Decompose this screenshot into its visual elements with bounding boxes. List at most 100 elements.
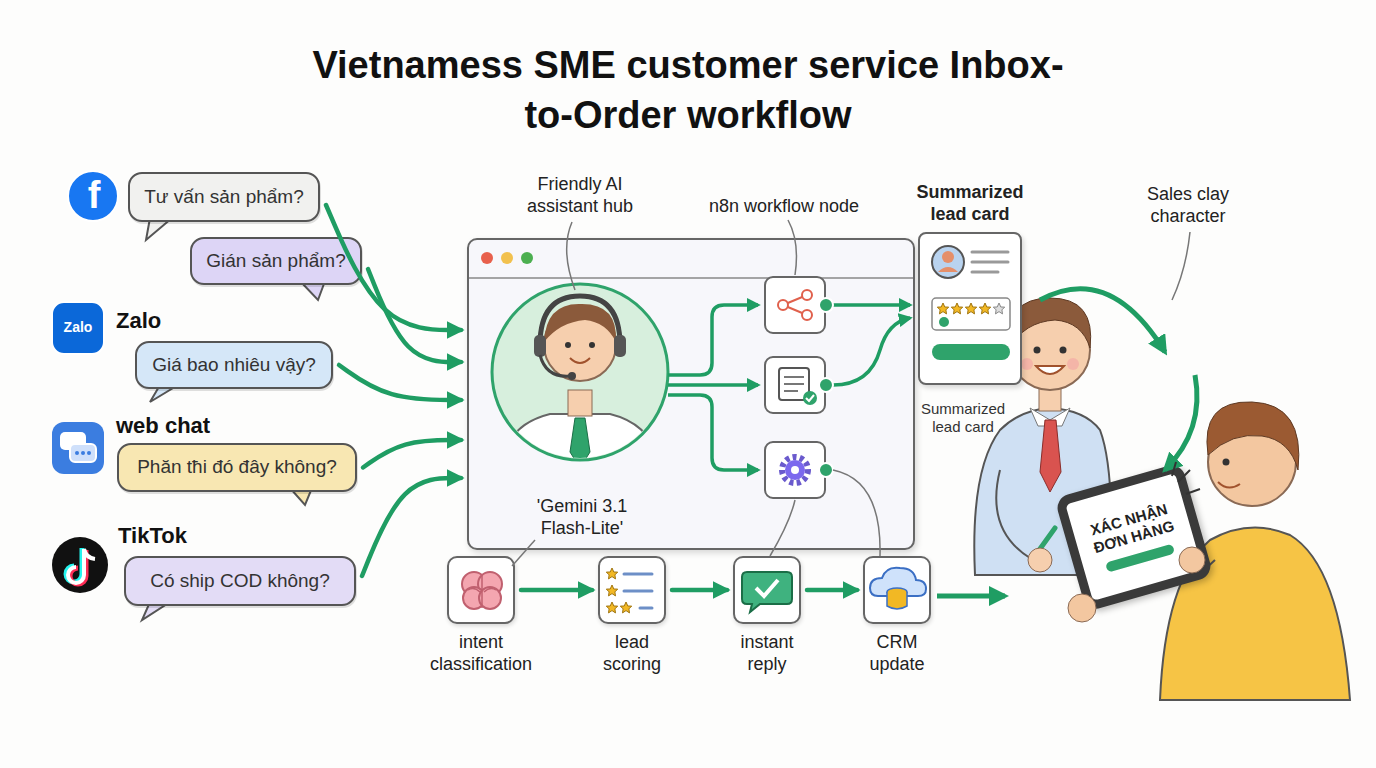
flow-connector	[339, 365, 461, 400]
leader-line	[788, 220, 796, 275]
share-glyph	[802, 310, 812, 320]
leader-line	[512, 540, 535, 566]
workflow-arrow	[668, 395, 758, 470]
step-label: CRM update	[852, 632, 942, 675]
leader-line	[833, 470, 880, 556]
callout-label: Friendly AI assistant hub	[505, 174, 655, 217]
score-star	[606, 602, 617, 613]
score-star	[606, 568, 617, 579]
sales-cheek	[1067, 358, 1079, 370]
gear-glyph	[791, 466, 799, 474]
share-glyph	[783, 295, 807, 315]
sales-eye	[1034, 347, 1041, 354]
chat-bubble: Giá bao nhiêu vậy?	[135, 341, 333, 389]
lead-card: Summarized lead cardSummarized lead card	[918, 232, 1022, 385]
assistant-smile	[570, 358, 590, 363]
webchat-icon	[52, 422, 104, 474]
webchat-glyph	[70, 444, 96, 462]
customer-hand	[1179, 547, 1205, 573]
flow-connector	[363, 440, 461, 468]
zalo-icon	[52, 302, 104, 354]
port-dot	[819, 463, 833, 477]
assistant-shirt	[500, 414, 660, 470]
leader-line	[567, 222, 575, 290]
step-box: CRM update	[863, 556, 931, 624]
rating-star	[937, 303, 948, 314]
score-lines	[624, 574, 652, 608]
workflow-arrow	[833, 318, 910, 385]
flow-connector	[672, 588, 727, 593]
leader-line	[1172, 232, 1190, 300]
brain-glyph	[479, 587, 501, 609]
assistant-neck	[568, 390, 592, 416]
rating-star	[979, 303, 990, 314]
callout-label: n8n workflow node	[684, 196, 884, 218]
logo-text: Zalo	[53, 319, 103, 336]
window-titlebar	[469, 277, 913, 279]
customer-smile	[1218, 482, 1240, 488]
sales-smile	[1036, 366, 1064, 374]
chat-bubble: Gián sản phẩm?	[190, 237, 362, 285]
database-glyph	[887, 592, 907, 609]
assistant-hair	[544, 304, 616, 342]
card-heading: Summarized lead card	[905, 182, 1035, 225]
tiktok-icon	[52, 537, 108, 593]
flow-connector	[807, 588, 857, 593]
workflow-node	[765, 277, 825, 333]
bubble-text: Tư vấn sản phẩm?	[144, 186, 304, 209]
connector-layer	[326, 205, 857, 590]
headset-mic	[540, 355, 570, 376]
sales-arm	[996, 470, 1030, 558]
window-dot	[481, 252, 493, 264]
step-box: lead scoring	[598, 556, 666, 624]
headset-cup	[534, 335, 546, 357]
channel-label: TikTok	[118, 523, 218, 549]
flow-arrow	[1040, 289, 1165, 352]
card-caption: Summarized lead card	[908, 400, 1018, 436]
window-dot	[501, 252, 513, 264]
leader-line	[770, 500, 795, 556]
flow-connector	[521, 588, 592, 593]
model-name: 'Gemini 3.1 Flash-Lite'	[517, 496, 647, 539]
flow-arrow	[1165, 375, 1197, 470]
brain-glyph	[478, 572, 502, 596]
sales-tie	[1040, 420, 1061, 492]
customer-eye	[1223, 459, 1230, 466]
card-avatar	[932, 246, 964, 278]
rating-star	[993, 303, 1004, 314]
step-label: instant reply	[722, 632, 812, 675]
workflow-node	[765, 357, 825, 413]
bubble-text: Có ship COD không?	[150, 570, 330, 593]
brain-glyph	[463, 587, 485, 609]
sparkle-lines	[1172, 462, 1200, 494]
card-avatar	[942, 251, 954, 263]
window-dot	[521, 252, 533, 264]
diagram-title: Vietnamess SME customer service Inbox-to…	[308, 40, 1068, 140]
brain-glyph	[468, 574, 496, 608]
logo-letter: f	[79, 173, 109, 219]
channel-label: web chat	[116, 413, 236, 439]
bubble-text: Giá bao nhiêu vậy?	[152, 354, 316, 377]
brain-glyph	[462, 572, 486, 596]
reply-glyph	[756, 580, 778, 596]
card-avatar	[938, 267, 958, 272]
flow-connector	[362, 478, 461, 576]
webchat-dot	[87, 451, 91, 455]
webchat-dot	[81, 451, 85, 455]
assistant-avatar-circle	[492, 284, 668, 460]
gear-glyph	[782, 457, 808, 483]
port-dot	[819, 378, 833, 392]
facebook-icon	[68, 171, 118, 221]
score-star	[620, 602, 631, 613]
rating-star	[965, 303, 976, 314]
assistant-avatar	[500, 296, 660, 470]
card-check	[939, 317, 949, 327]
chat-bubble: Có ship COD không?	[124, 556, 356, 606]
card-button	[932, 344, 1010, 360]
gear-glyph	[785, 460, 805, 480]
callout-label: Sales clay character	[1113, 184, 1263, 227]
step-label: intent classification	[411, 632, 551, 675]
customer-hair	[1207, 402, 1299, 470]
confirm-text: XÁC NHẬN ĐƠN HÀNG	[1080, 498, 1182, 559]
chat-bubble: Tư vấn sản phẩm?	[128, 172, 320, 222]
